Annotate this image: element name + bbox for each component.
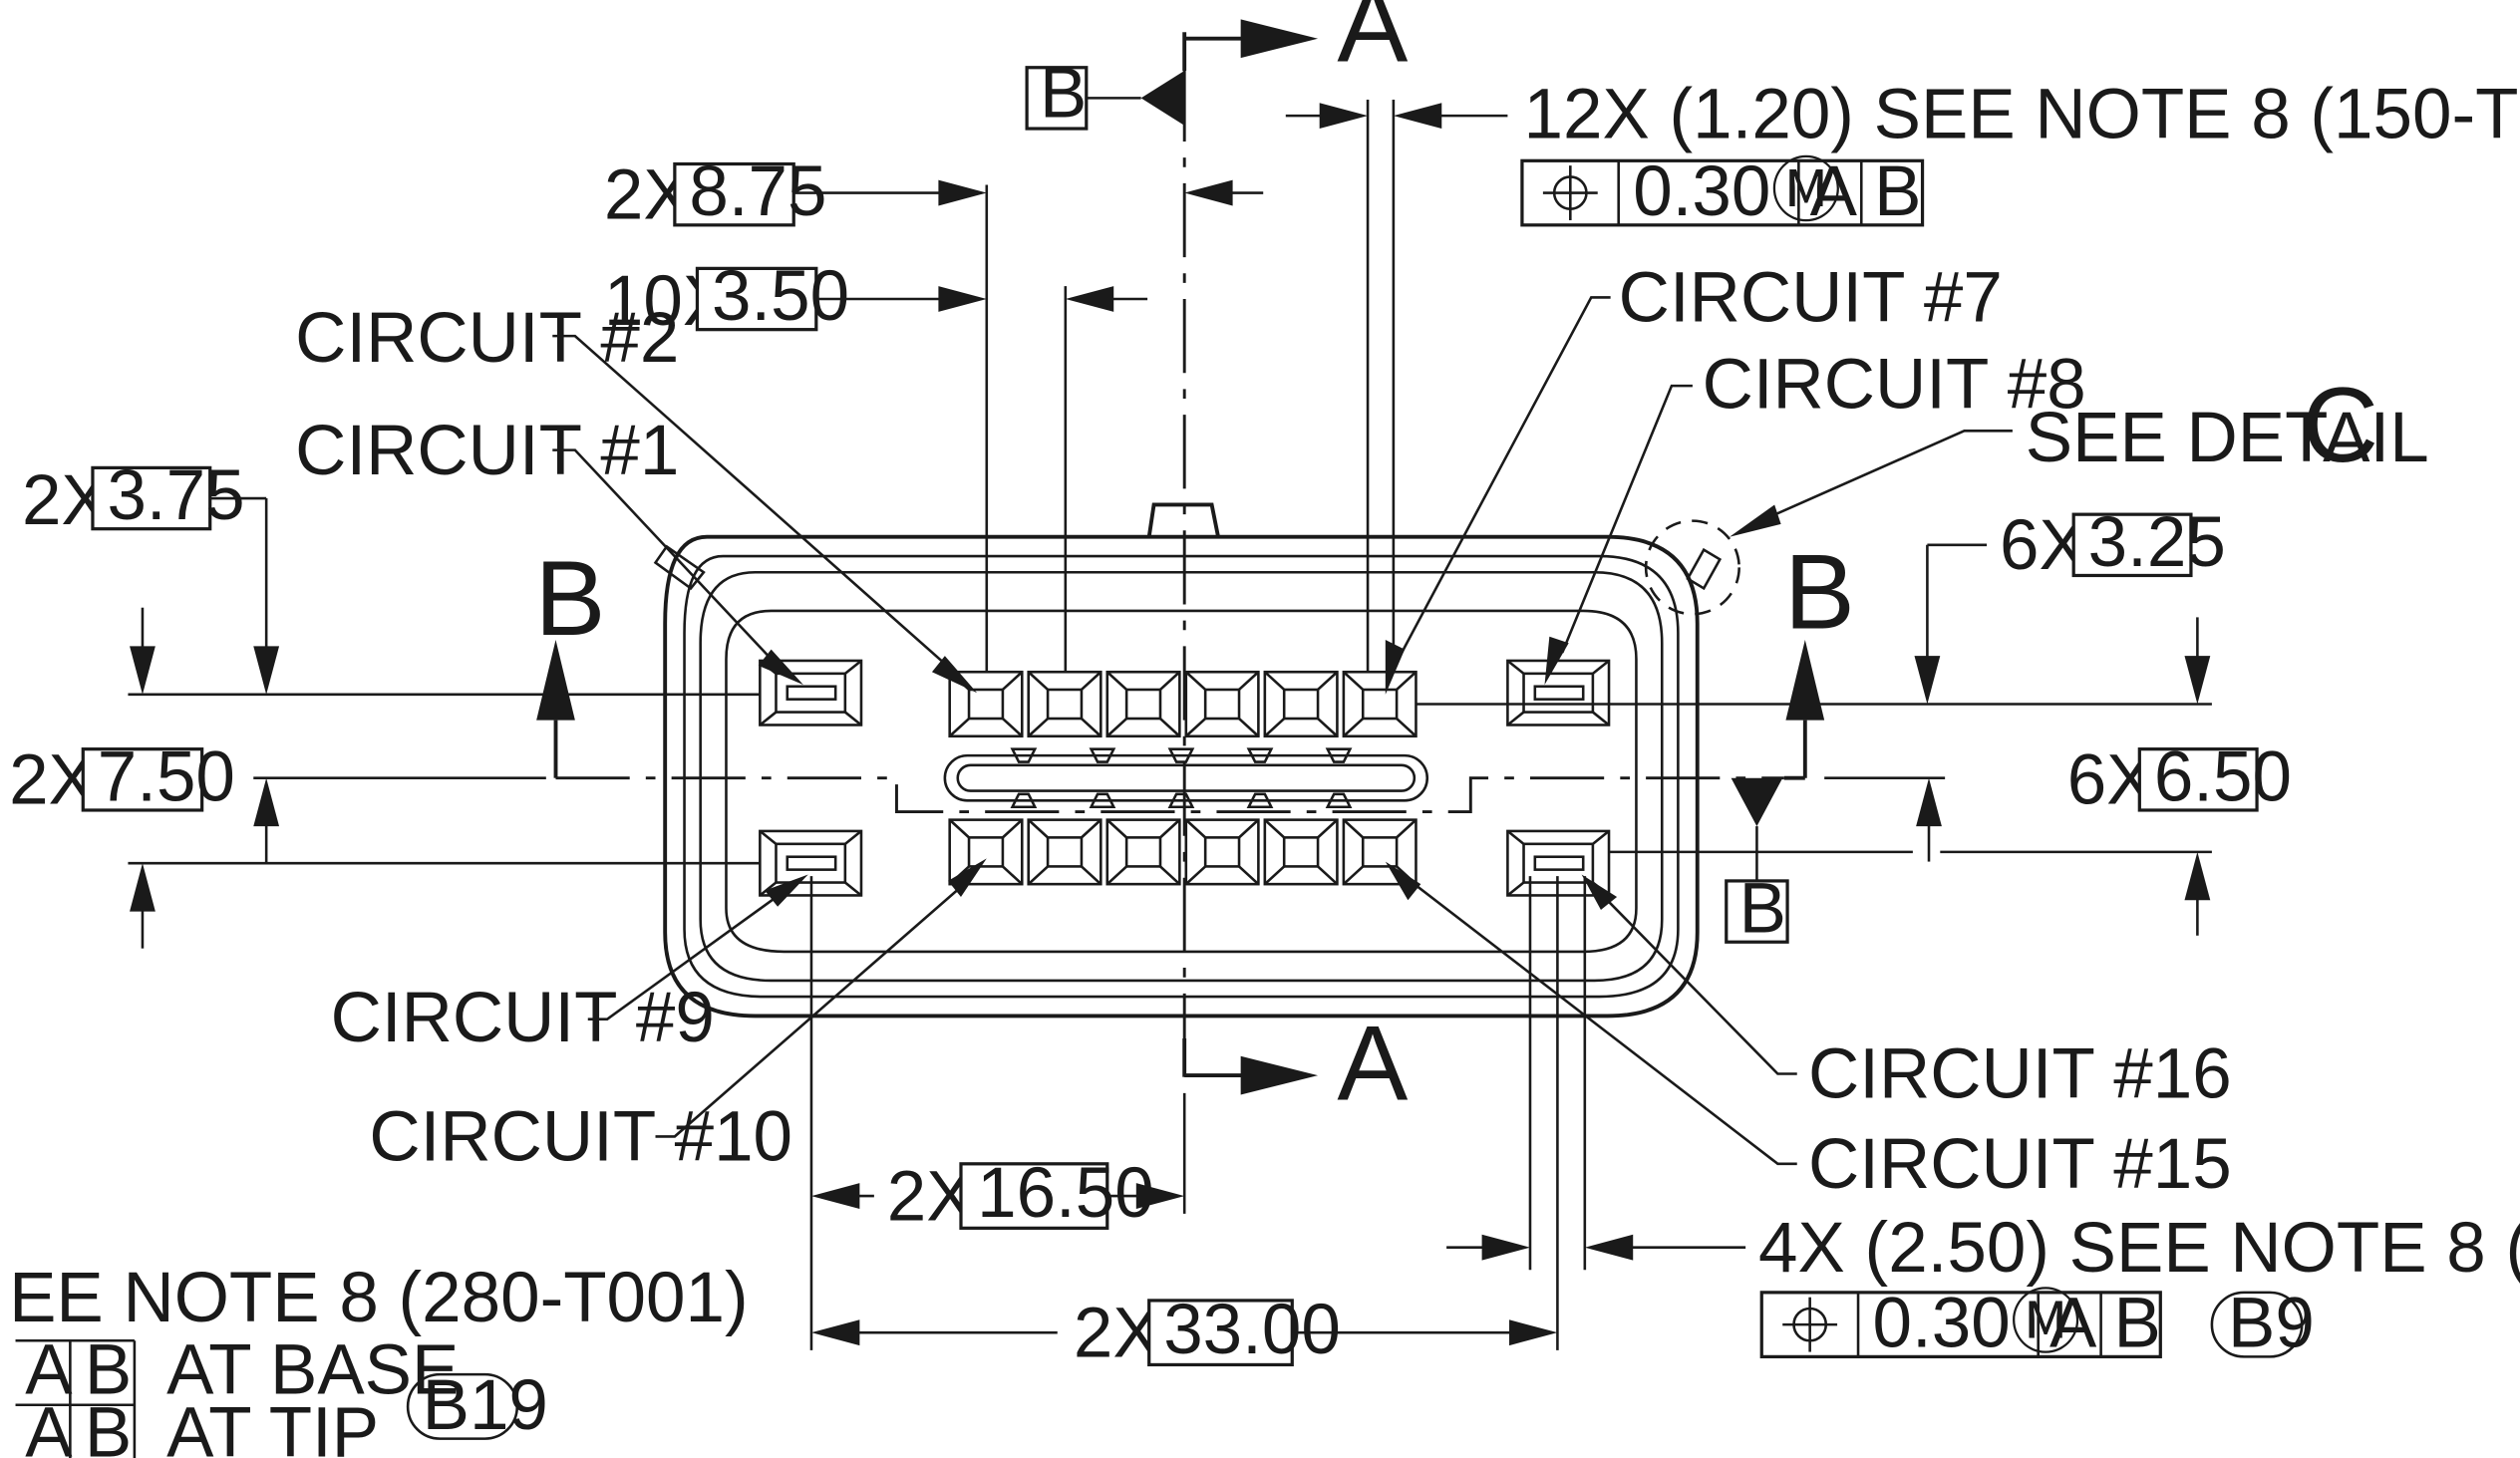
svg-text:B: B [2114, 1285, 2161, 1363]
extension-lines-top [985, 100, 1396, 673]
datum-b-top-label: B [1040, 55, 1087, 134]
dim-33-00: 2X 33.00 [810, 1291, 1558, 1372]
see-detail-text: SEE DETAIL [2026, 399, 2429, 477]
dim-2-50: 4X (2.50) SEE NOTE 8 (280-T001) [1446, 1209, 2520, 1288]
svg-text:B9: B9 [2228, 1285, 2315, 1363]
section-a-bottom: A [1182, 1004, 1408, 1122]
dim-33-00-value: 33.00 [1163, 1291, 1341, 1369]
svg-text:A: A [25, 1393, 73, 1458]
circuit-9-label: CIRCUIT #9 [331, 979, 715, 1057]
dim-6-50-value: 6.50 [2154, 737, 2292, 816]
dim-3-75: 2X 3.75 [22, 456, 280, 695]
section-a-label-top: A [1337, 0, 1408, 84]
datum-b-bottom-label: B [1739, 870, 1786, 949]
fcf-bottom: 0.30Ⓜ A B [1759, 1285, 2162, 1363]
datum-b-top: B [1025, 55, 1185, 134]
dim-7-50: 2X 7.50 [9, 737, 280, 949]
circuit-2-label: CIRCUIT #2 [295, 299, 679, 378]
cavity-small [1184, 818, 1260, 886]
svg-text:2X: 2X [9, 741, 96, 820]
cavity-small [1342, 670, 1418, 738]
cavity-grid [759, 659, 1611, 897]
cavity-small [1263, 818, 1339, 886]
dim-3-50: 10X 3.50 [604, 257, 1148, 341]
circuit-1-label: CIRCUIT #1 [295, 412, 679, 490]
connector-body [653, 502, 1740, 1019]
extension-lines-bottom [809, 876, 1587, 1350]
section-a-label-bottom: A [1337, 1004, 1408, 1122]
section-b-right: B [1784, 533, 1855, 780]
dim-1-20: 12X (1.20) SEE NOTE 8 (150-T001) [1285, 76, 2520, 154]
dim-3-25-value: 3.25 [2088, 503, 2226, 582]
cavity-small [1027, 818, 1102, 886]
at-tip-label: AT TIP [166, 1393, 379, 1458]
svg-text:A: A [25, 1330, 73, 1409]
circuit-10-label: CIRCUIT #10 [369, 1098, 792, 1177]
dim-6-50: 6X 6.50 [1916, 737, 2292, 936]
dim-16-50: 2X 16.50 [810, 1154, 1185, 1236]
svg-text:6X: 6X [2000, 506, 2086, 585]
cavity-small [1184, 670, 1260, 738]
cavity-small [1263, 670, 1339, 738]
fcf-top-tol: 0.30Ⓜ [1633, 152, 1841, 231]
section-b-left: B [535, 539, 606, 778]
section-a-top: A [1182, 0, 1408, 84]
svg-text:4X (2.50): 4X (2.50) SEE NOTE 8 (280-T001) [1758, 1209, 2520, 1288]
extension-lines-right [1416, 703, 2212, 854]
center-channel [943, 747, 1429, 809]
circuit-leaders: CIRCUIT #2 CIRCUIT #1 CIRCUIT #7 CIRCUIT… [295, 259, 2429, 1204]
svg-text:A: A [2049, 1285, 2097, 1363]
datum-b-bottom: B [1725, 777, 1789, 949]
svg-text:B: B [85, 1393, 132, 1458]
circuit-7-label: CIRCUIT #7 [1619, 259, 2003, 338]
fcf-bottom-tol: 0.30Ⓜ [1873, 1285, 2081, 1363]
svg-text:2X: 2X [887, 1157, 974, 1236]
svg-text:A: A [1810, 152, 1858, 231]
cavity-small [1105, 818, 1181, 886]
dim-16-50-value: 16.50 [977, 1154, 1154, 1233]
dim-7-50-value: 7.50 [98, 737, 235, 816]
cavity-small [1105, 670, 1181, 738]
balloon-b19: B19 [423, 1366, 548, 1445]
balloon-b9: B9 [2210, 1285, 2315, 1363]
centerlines [555, 67, 1784, 1053]
svg-text:B: B [85, 1330, 132, 1409]
circuit-16-label: CIRCUIT #16 [1808, 1035, 2232, 1114]
svg-text:B: B [1874, 152, 1921, 231]
section-b-label-right: B [1784, 533, 1855, 652]
dim-8-75: 2X 8.75 [604, 152, 1264, 234]
left-note-text: EE NOTE 8 (280-T001) [9, 1259, 748, 1337]
fcf-top: 0.30Ⓜ A B [1520, 152, 1925, 231]
section-b-label-left: B [535, 539, 606, 658]
extension-lines-left [128, 693, 761, 865]
dim-3-50-value: 3.50 [712, 257, 849, 336]
cavity-large [1506, 659, 1611, 727]
dim-3-25: 6X 3.25 [1914, 503, 2226, 705]
svg-text:2X: 2X [1074, 1294, 1160, 1372]
circuit-15-label: CIRCUIT #15 [1808, 1125, 2232, 1204]
cavity-small [1027, 670, 1102, 738]
detail-c-letter: C [2302, 366, 2378, 484]
left-note: EE NOTE 8 (280-T001) A B AT BASE A B AT … [9, 1259, 749, 1458]
circuit-8-label: CIRCUIT #8 [1703, 346, 2086, 425]
svg-text:12X (1.20): 12X (1.20) SEE NOTE 8 (150-T001) [1524, 76, 2520, 154]
dim-3-75-value: 3.75 [107, 456, 244, 535]
